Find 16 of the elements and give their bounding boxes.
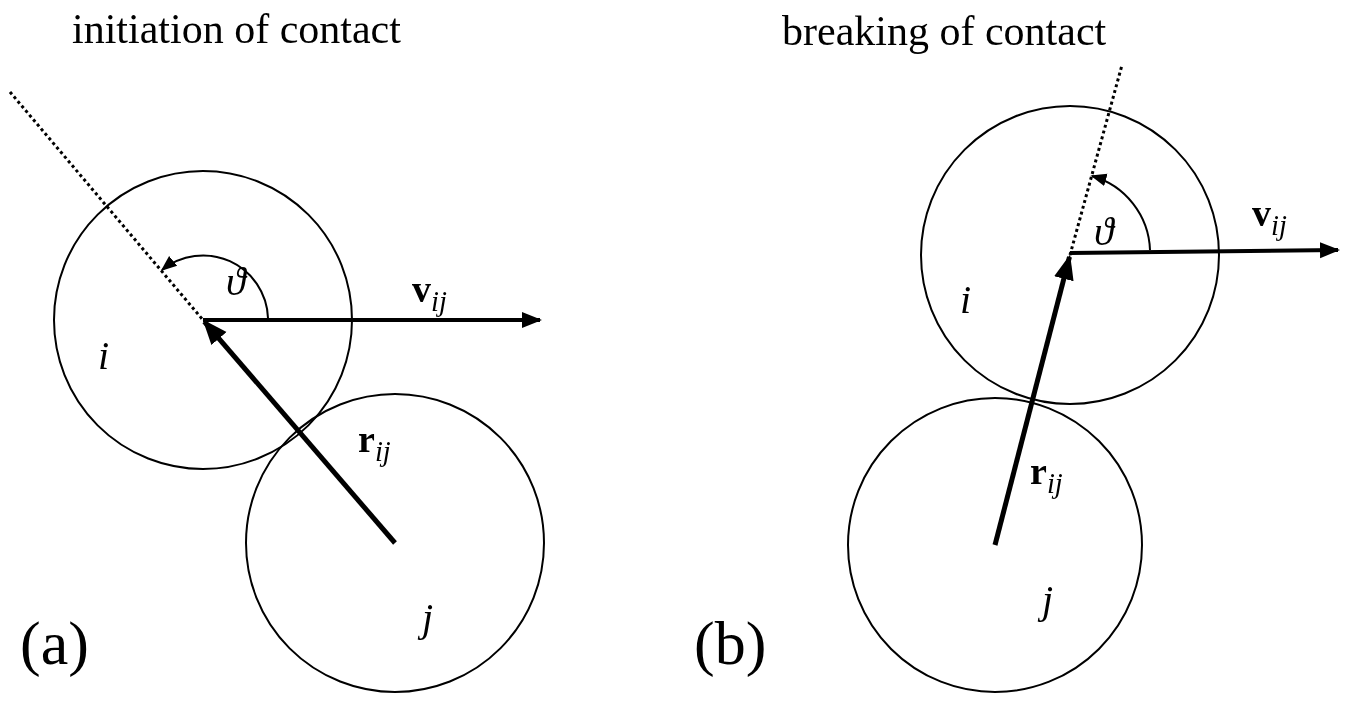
edge-label: r$_{ij}$	[358, 420, 391, 467]
circle	[920, 105, 1220, 405]
angle-symbol: ϑ	[1094, 212, 1114, 252]
circle	[53, 170, 353, 470]
panel-heading: breaking of contact	[782, 10, 1107, 52]
circle-label: i	[98, 336, 110, 376]
circle-label: i	[960, 280, 972, 320]
edge-label: r$_{ij}$	[1030, 452, 1063, 499]
circle	[847, 397, 1143, 693]
vector-label: v$_{ij}$	[1252, 194, 1287, 241]
angle-symbol: ϑ	[226, 262, 246, 302]
panel-heading: initiation of contact	[72, 8, 401, 50]
vector-arrow	[992, 254, 1074, 546]
vector-label: v$_{ij}$	[412, 270, 447, 317]
vector-arrow	[202, 319, 397, 545]
circle	[245, 393, 545, 693]
